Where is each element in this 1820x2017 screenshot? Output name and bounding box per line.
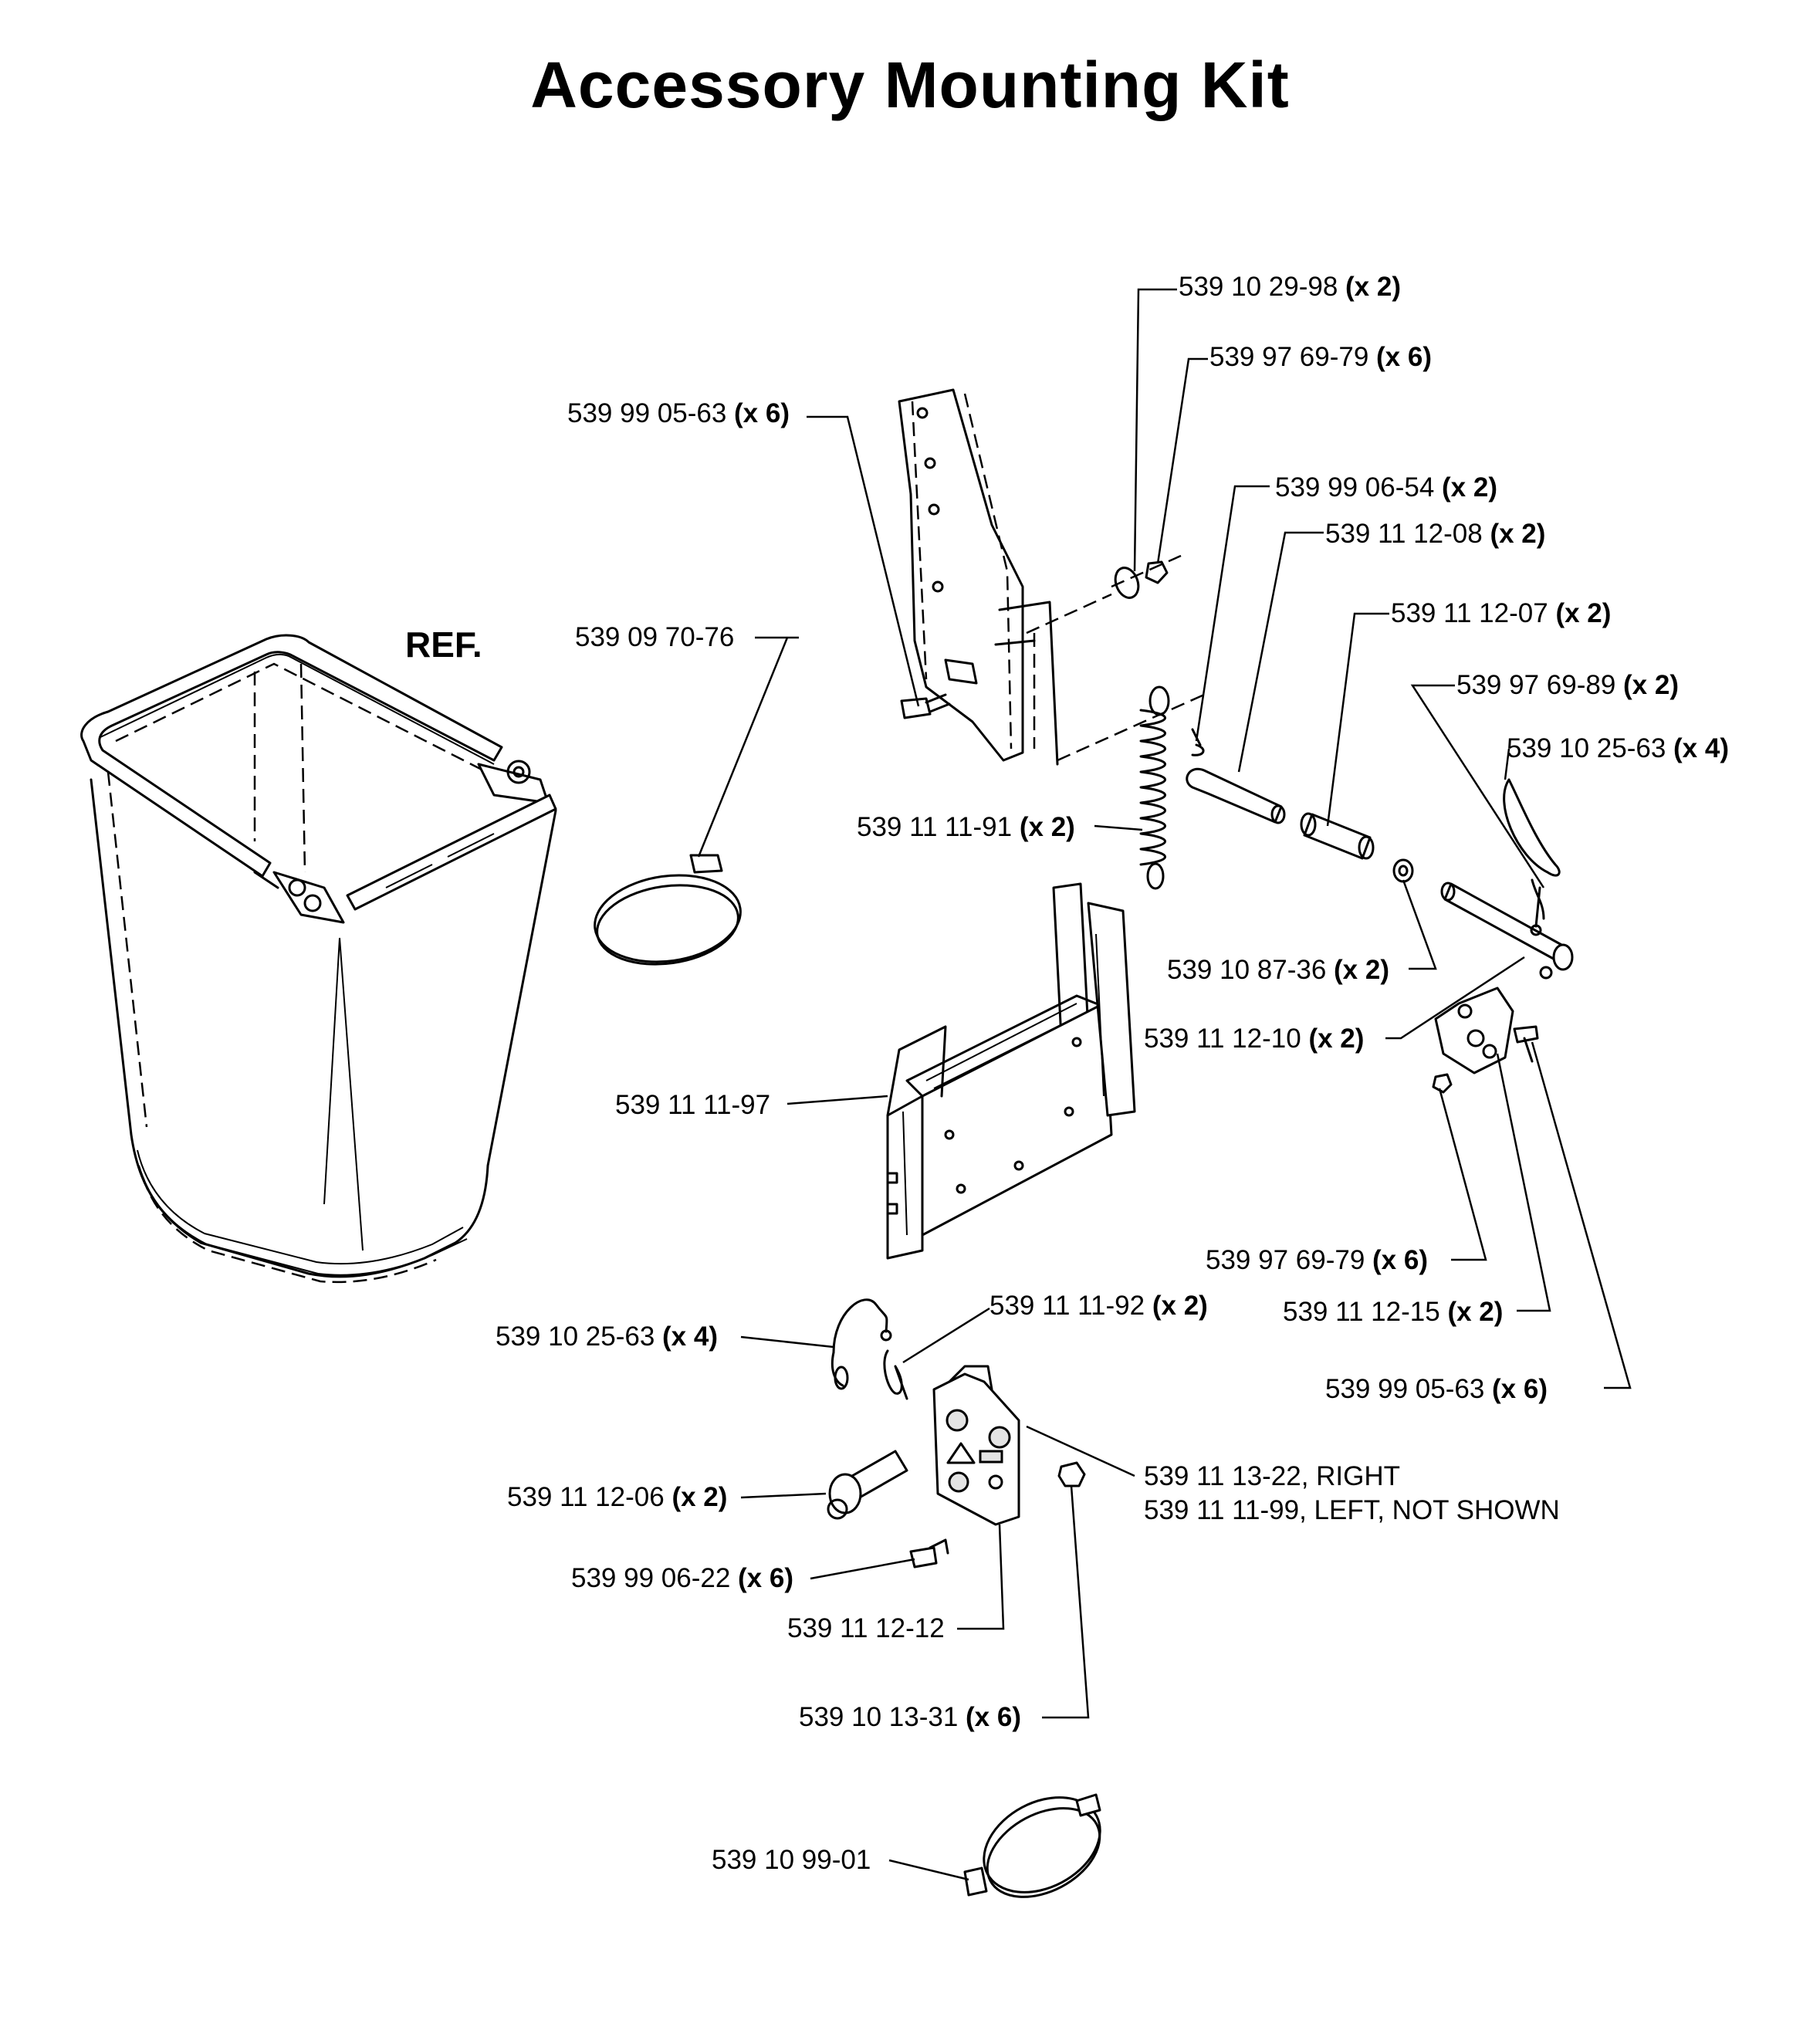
hitch-plate-right [932,1365,1020,1526]
hairpin-clip-lower [883,1349,908,1400]
part-label: 539 10 13-31 (x 6) [799,1702,1021,1732]
long-rod [1440,882,1574,971]
nut-lower [1057,1461,1086,1487]
part-label: 539 10 25-63 (x 4) [1507,733,1729,763]
leader-lines [697,288,1632,1881]
extension-spring [1139,685,1170,890]
part-label: 539 11 12-08 (x 2) [1325,519,1546,549]
part-label: 539 10 87-36 (x 2) [1167,955,1389,985]
ref-label: REF. [405,624,482,665]
part-label: 539 11 12-06 (x 2) [507,1482,728,1512]
nut-bolt-right [1432,1025,1539,1094]
quick-release-pin [827,1450,908,1520]
part-label: 539 97 69-89 (x 2) [1456,670,1679,700]
hose-clamp-upper [594,854,742,966]
part-label: 539 99 06-22 (x 6) [571,1563,793,1593]
collection-bag-ref [80,634,557,1284]
part-label: 539 10 99-01 [712,1845,871,1875]
part-label: 539 10 25-63 (x 4) [496,1322,718,1352]
part-label: 539 10 29-98 (x 2) [1179,272,1401,302]
washer-nut-upper [1111,554,1182,599]
bolt-upper [900,693,951,719]
part-label: 539 11 12-10 (x 2) [1144,1024,1365,1054]
part-label: 539 11 12-07 (x 2) [1391,598,1612,628]
part-label: 539 09 70-76 [575,622,735,652]
part-label: 539 11 11-99, LEFT, NOT SHOWN [1144,1495,1560,1525]
hose-clamp-lower [963,1793,1101,1898]
part-label: 539 11 12-12 [787,1613,945,1643]
pivot-flange [1434,966,1553,1074]
bolt-lower [909,1538,949,1569]
part-label: 539 11 11-91 (x 2) [857,812,1075,842]
part-label: 539 97 69-79 (x 6) [1209,342,1432,372]
part-label: 539 11 11-92 (x 2) [989,1291,1208,1321]
mounting-bracket-lower [886,882,1136,1260]
mounting-plate-upper [898,388,1205,766]
lanyard-pin-right [1503,778,1561,936]
part-label: 539 97 69-79 (x 6) [1206,1245,1428,1275]
part-label: 539 99 06-54 (x 2) [1275,472,1497,503]
bushing [1392,858,1414,883]
page-title: Accessory Mounting Kit [530,49,1290,121]
part-label: 539 11 12-15 (x 2) [1283,1297,1504,1327]
part-label: 539 11 13-22, RIGHT [1144,1461,1401,1491]
lanyard-pin-lower [831,1298,892,1390]
l-pin [1186,767,1286,824]
part-label: 539 99 05-63 (x 6) [567,398,790,428]
part-label: 539 99 05-63 (x 6) [1325,1374,1548,1404]
part-label: 539 11 11-97 [615,1090,771,1120]
spacer-tube [1300,812,1375,860]
